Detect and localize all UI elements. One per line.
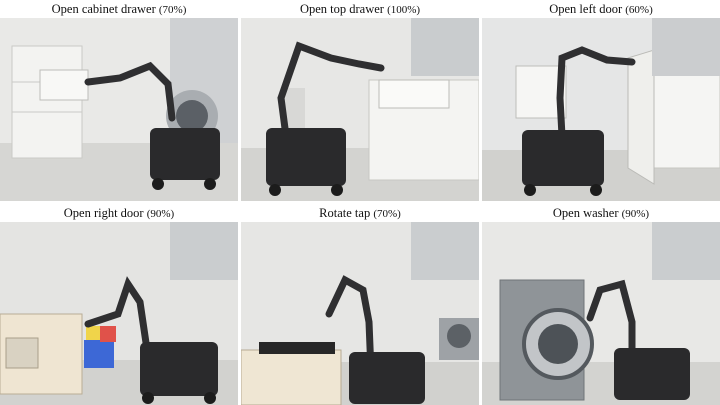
panel-rotate-tap: Rotate tap (70%)	[241, 204, 479, 405]
task-label: Open cabinet drawer	[51, 2, 156, 16]
panel-open-left-door: Open left door (60%)	[482, 0, 720, 201]
success-rate: (90%)	[621, 208, 650, 220]
photo-open-washer	[482, 222, 720, 405]
success-rate: (90%)	[146, 208, 175, 220]
panel-title: Open cabinet drawer (70%)	[0, 0, 238, 18]
photo-open-cabinet-drawer	[0, 18, 238, 201]
photo-open-right-door	[0, 222, 238, 405]
panel-title: Open washer (90%)	[482, 204, 720, 222]
success-rate: (70%)	[158, 4, 187, 16]
panel-title: Open right door (90%)	[0, 204, 238, 222]
success-rate: (100%)	[387, 4, 421, 16]
panel-open-top-drawer: Open top drawer (100%)	[241, 0, 479, 201]
panel-open-right-door: Open right door (90%)	[0, 204, 238, 405]
panel-title: Open top drawer (100%)	[241, 0, 479, 18]
task-label: Open top drawer	[299, 2, 384, 16]
photo-rotate-tap	[241, 222, 479, 405]
panel-title: Open left door (60%)	[482, 0, 720, 18]
panel-open-washer: Open washer (90%)	[482, 204, 720, 405]
task-label: Rotate tap	[319, 206, 371, 220]
success-rate: (70%)	[373, 208, 401, 220]
photo-open-top-drawer	[241, 18, 479, 201]
task-label: Open right door	[63, 206, 144, 220]
photo-open-left-door	[482, 18, 720, 201]
panel-open-cabinet-drawer: Open cabinet drawer (70%)	[0, 0, 238, 201]
task-label: Open left door	[549, 2, 623, 16]
task-label: Open washer	[552, 206, 619, 220]
panel-title: Rotate tap (70%)	[241, 204, 479, 222]
success-rate: (60%)	[625, 4, 653, 16]
